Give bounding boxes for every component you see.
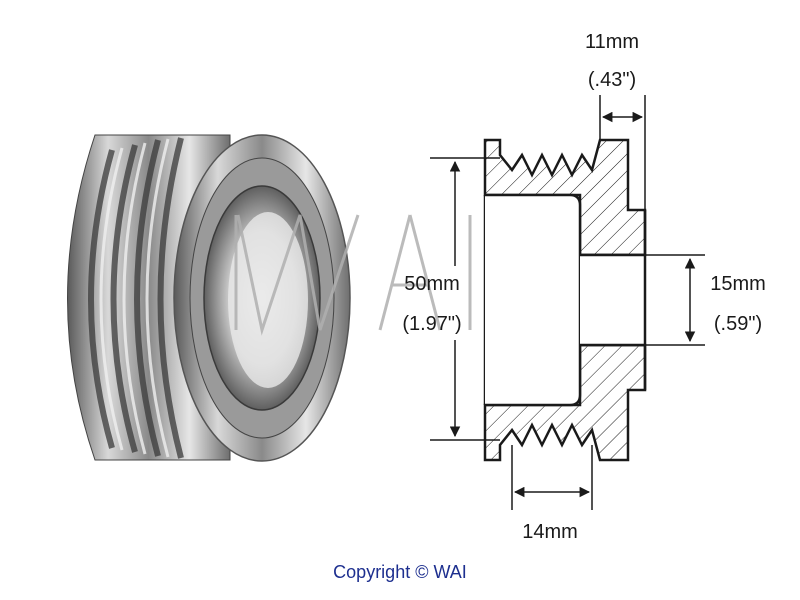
- dim-top-mm: 11mm: [585, 31, 639, 53]
- dim-outer-mm: 50mm: [404, 273, 460, 295]
- pulley-grooves: [88, 137, 184, 459]
- dim-outer-inch: (1.97"): [402, 313, 461, 335]
- dimension-lines: [430, 95, 705, 510]
- pulley-photo: [67, 134, 351, 462]
- copyright-text: Copyright © WAI: [333, 562, 467, 582]
- dim-bore-mm: 15mm: [710, 273, 766, 295]
- dim-top-inch: (.43"): [588, 69, 636, 91]
- dim-bottom-mm: 14mm: [522, 521, 578, 543]
- dim-bore-inch: (.59"): [714, 313, 762, 335]
- pulley-cross-section: [483, 138, 647, 462]
